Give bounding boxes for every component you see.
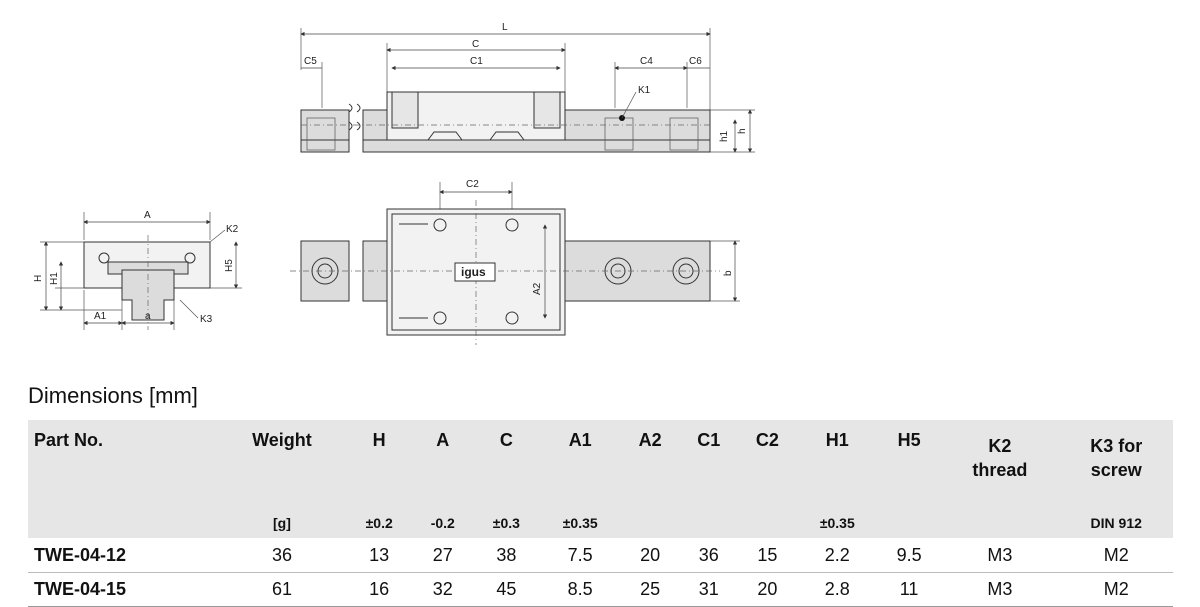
table-cell: 15 [757, 545, 778, 565]
col-header-weight: Weight [252, 430, 312, 450]
tolerance-cell [738, 508, 797, 539]
side-view: L C C1 C5 C4 C6 [300, 22, 755, 153]
label-H: H [33, 275, 44, 282]
table-cell: M3 [987, 545, 1013, 565]
label-K2: K2 [226, 224, 239, 235]
table-cell: 13 [369, 545, 390, 565]
table-cell: 32 [412, 572, 474, 607]
table-cell: 61 [218, 572, 346, 607]
label-H5: H5 [224, 259, 235, 272]
label-C5: C5 [304, 56, 317, 67]
table-cell: 20 [738, 572, 797, 607]
label-h1: h1 [719, 130, 730, 142]
label-h: h [737, 128, 748, 134]
table-cell: TWE-04-12 [34, 545, 127, 565]
label-C2: C2 [466, 179, 479, 190]
tolerance-cell: -0.2 [412, 508, 474, 539]
top-view: C2 igus A2 b [290, 179, 740, 345]
label-K3: K3 [200, 314, 213, 325]
table-cell: 31 [679, 572, 739, 607]
dimensions-table: Part No. Weight H A C A1 A2 C1 C2 H1 H5 … [28, 420, 1173, 607]
label-C1: C1 [470, 56, 483, 67]
col-header-C1: C1 [697, 430, 721, 450]
col-header-H5: H5 [897, 430, 921, 450]
tolerance-cell [940, 508, 1060, 539]
technical-drawing: L C C1 C5 C4 C6 [33, 22, 755, 345]
tolerance-cell [877, 508, 941, 539]
table-cell: 45 [473, 572, 540, 607]
table-cell: M2 [1059, 572, 1173, 607]
table-cell: TWE-04-15 [28, 572, 218, 607]
label-b: b [723, 270, 734, 276]
table-cell: M2 [1103, 545, 1129, 565]
tolerance-cell [28, 508, 218, 539]
col-header-part-no: Part No. [34, 430, 104, 450]
tolerance-cell: ±0.3 [473, 508, 540, 539]
tolerance-row: [g] ±0.2 -0.2 ±0.3 ±0.35 ±0.35 DIN 912 [28, 508, 1173, 539]
table-cell: 9.5 [896, 545, 922, 565]
col-header-H1: H1 [825, 430, 849, 450]
table-header-row: Part No. Weight H A C A1 A2 C1 C2 H1 H5 … [28, 420, 1173, 508]
label-C: C [472, 39, 479, 50]
table-cell: 2.2 [824, 545, 850, 565]
col-header-A1: A1 [568, 430, 592, 450]
col-header-A: A [436, 430, 450, 450]
col-header-H: H [372, 430, 386, 450]
table-row: TWE-04-15 61 16 32 45 8.5 25 31 20 2.8 1… [28, 572, 1173, 607]
label-C4: C4 [640, 56, 653, 67]
table-cell: 2.8 [796, 572, 878, 607]
label-K1: K1 [638, 85, 651, 96]
front-view: A K2 H H1 H5 A1 a K3 [33, 210, 242, 330]
table-cell: 36 [271, 545, 292, 565]
label-H1: H1 [49, 272, 60, 285]
section-title: Dimensions [mm] [28, 383, 198, 408]
table-cell: 16 [345, 572, 413, 607]
table-cell: 8.5 [539, 572, 621, 607]
table-row: TWE-04-12 36 13 27 38 7.5 20 36 15 2.2 9… [28, 539, 1173, 573]
col-header-A2: A2 [638, 430, 662, 450]
table-cell: 38 [496, 545, 517, 565]
label-C6: C6 [689, 56, 702, 67]
label-A2: A2 [532, 282, 543, 295]
label-A1: A1 [94, 311, 107, 322]
table-cell: 20 [640, 545, 661, 565]
label-L: L [502, 22, 508, 33]
igus-logo-text: igus [461, 265, 486, 279]
table-cell: M3 [940, 572, 1060, 607]
table-cell: 36 [698, 545, 719, 565]
tolerance-cell: [g] [218, 508, 346, 539]
tolerance-cell [620, 508, 680, 539]
tolerance-cell [679, 508, 739, 539]
col-header-C2: C2 [755, 430, 779, 450]
tolerance-cell: DIN 912 [1059, 508, 1173, 539]
label-A: A [144, 210, 151, 221]
table-cell: 7.5 [567, 545, 593, 565]
tolerance-cell: ±0.2 [345, 508, 413, 539]
tolerance-cell: ±0.35 [796, 508, 878, 539]
label-a: a [145, 311, 151, 322]
table-cell: 27 [432, 545, 453, 565]
tolerance-cell: ±0.35 [539, 508, 621, 539]
col-header-C: C [499, 430, 513, 450]
table-cell: 11 [877, 572, 941, 607]
table-cell: 25 [620, 572, 680, 607]
